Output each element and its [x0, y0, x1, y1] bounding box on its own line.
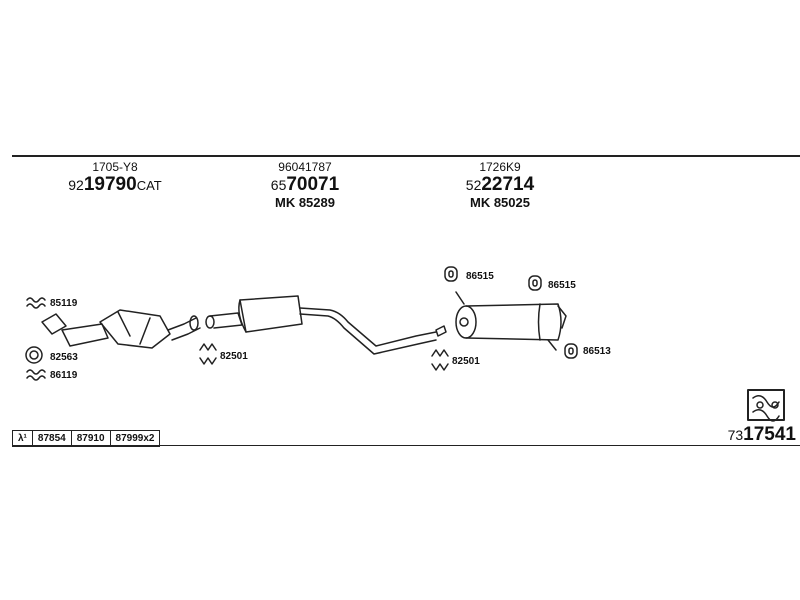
rear-pn-prefix: 52 — [465, 177, 482, 193]
hanger-86513-icon — [564, 343, 578, 359]
diagram-number-prefix: 73 — [727, 427, 744, 443]
top-divider-line — [12, 155, 800, 157]
hanger-86515-b-icon — [528, 275, 542, 291]
reference-bar: λ¹ 87854 87910 87999x2 — [12, 430, 161, 447]
cat-part-number: 9219790CAT — [45, 175, 185, 196]
mid-mk-number: MK 85289 — [275, 195, 335, 210]
cat-pn-prefix: 92 — [68, 177, 84, 193]
ref-cell-2: 87910 — [72, 431, 111, 446]
ref-cell-1: 87854 — [33, 431, 72, 446]
rear-silencer-icon — [455, 291, 567, 351]
gasket-ring-82563-icon — [25, 346, 43, 364]
mid-header: 96041787 — [278, 160, 332, 174]
label-82501-rear: 82501 — [452, 356, 480, 367]
rear-mk-number: MK 85025 — [470, 195, 530, 210]
rear-pn-main: 22714 — [481, 174, 535, 195]
diagram-number: 7317541 — [728, 423, 796, 448]
catalytic-converter-icon — [41, 309, 201, 349]
diagram-number-main: 17541 — [743, 424, 796, 445]
label-86119: 86119 — [50, 370, 78, 381]
label-82563: 82563 — [50, 352, 78, 363]
label-86513: 86513 — [583, 346, 611, 357]
clamp-85119-icon — [26, 297, 46, 309]
hanger-86515-a-icon — [444, 266, 458, 282]
mid-part-number: 6570071 — [250, 175, 360, 196]
rear-header: 1726K9 — [479, 160, 521, 174]
mid-pn-main: 70071 — [286, 174, 340, 195]
label-86515-b: 86515 — [548, 280, 576, 291]
cat-header: 1705-Y8 — [92, 160, 138, 174]
label-82501-mid: 82501 — [220, 351, 248, 362]
bottom-divider-line — [12, 445, 800, 446]
mid-pn-prefix: 65 — [270, 177, 287, 193]
cat-pn-suffix: CAT — [136, 178, 162, 193]
diagram-logo-icon — [747, 389, 785, 422]
label-86515-a: 86515 — [466, 271, 494, 282]
ref-cell-3: 87999x2 — [115, 433, 155, 444]
clamp-82501-mid-icon — [199, 343, 217, 365]
rear-part-number: 5222714 — [445, 175, 555, 196]
label-85119: 85119 — [50, 298, 78, 309]
clamp-82501-rear-icon — [431, 349, 449, 371]
intermediate-pipe-icon — [205, 295, 447, 355]
lambda-cell: λ¹ — [13, 431, 33, 446]
cat-pn-main: 19790 — [83, 174, 137, 195]
clamp-86119-icon — [26, 369, 46, 381]
